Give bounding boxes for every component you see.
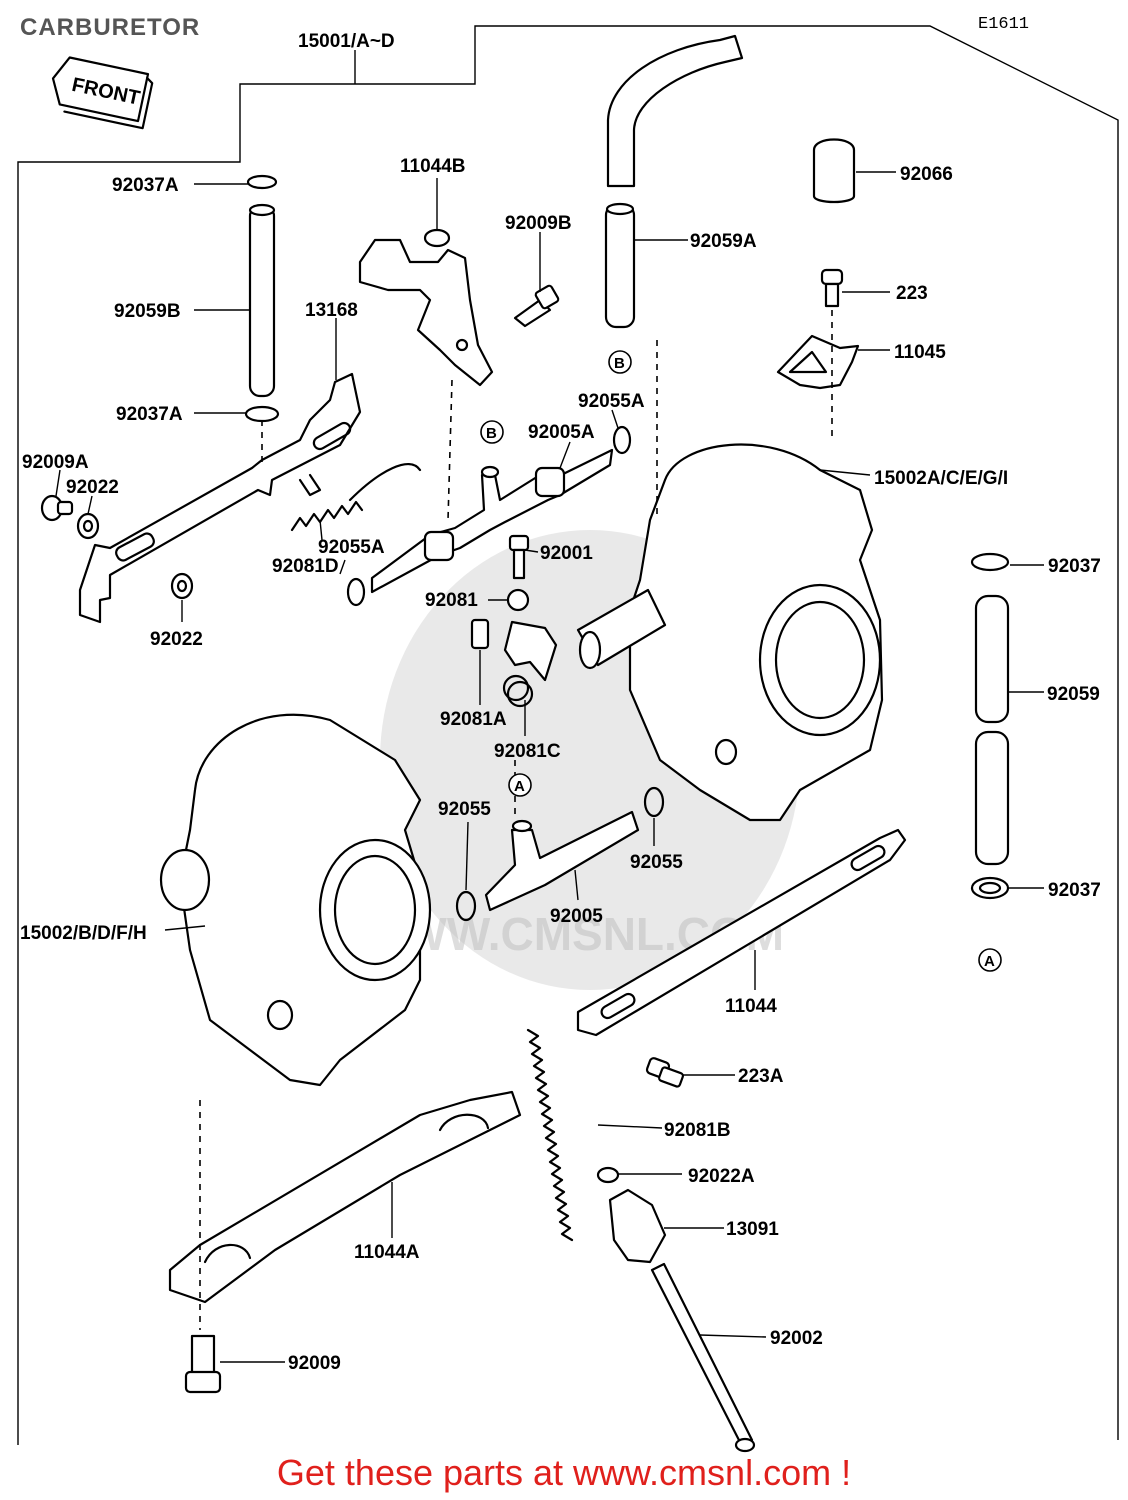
clamp-92037a-low [244, 405, 280, 423]
part-number-11044b[interactable]: 11044B [400, 156, 466, 177]
part-number-92081a[interactable]: 92081A [440, 709, 507, 730]
bracket-11045 [776, 334, 860, 390]
svg-text:B: B [486, 425, 497, 442]
screw-92009b [513, 284, 560, 328]
part-number-92022-low[interactable]: 92022 [150, 629, 203, 650]
screw-92009 [184, 1334, 222, 1394]
part-number-92002[interactable]: 92002 [770, 1328, 823, 1349]
part-number-13091[interactable]: 13091 [726, 1219, 779, 1240]
part-number-92081d[interactable]: 92081D [272, 556, 339, 577]
assembly-frame: 15001/A~D E1611 [17, 15, 1119, 1445]
ref-mark-b-mid: B [480, 420, 504, 444]
clamp-92037a-top [246, 174, 278, 190]
screw-92002 [650, 1262, 756, 1453]
part-number-11044a[interactable]: 11044A [354, 1242, 420, 1263]
part-number-92081[interactable]: 92081 [425, 590, 478, 611]
clamp-92037-right [970, 552, 1010, 572]
link-plate-11044 [576, 828, 907, 1037]
washer-92022a [596, 1166, 620, 1184]
carburetor-right [576, 443, 884, 822]
part-number-92005[interactable]: 92005 [550, 906, 603, 927]
part-number-92055-l[interactable]: 92055 [438, 799, 491, 820]
hose-bent-top [606, 34, 744, 188]
part-number-92059[interactable]: 92059 [1047, 684, 1100, 705]
part-number-92037-low[interactable]: 92037 [1048, 880, 1101, 901]
hose-92059a [604, 202, 636, 329]
assembly-label: 15001/A~D [298, 31, 395, 52]
part-number-15002b[interactable]: 15002/B/D/F/H [20, 923, 147, 944]
lever-small [503, 620, 558, 682]
part-number-92022a[interactable]: 92022A [688, 1166, 755, 1187]
oring-92055a-right [612, 425, 632, 455]
part-number-92009a[interactable]: 92009A [22, 452, 89, 473]
svg-text:A: A [984, 953, 995, 970]
ref-mark-b-top: B [608, 350, 632, 374]
adjuster-13091 [608, 1188, 667, 1264]
hose-92059b [248, 203, 276, 398]
plate-11044a [168, 1090, 522, 1304]
part-number-92081b[interactable]: 92081B [664, 1120, 731, 1141]
part-number-92005a[interactable]: 92005A [528, 422, 595, 443]
part-number-92055a-l[interactable]: 92055A [318, 537, 385, 558]
part-number-92037a-top[interactable]: 92037A [112, 175, 179, 196]
screw-92009a [40, 494, 74, 522]
part-number-11044[interactable]: 11044 [725, 996, 777, 1017]
part-number-92055-r[interactable]: 92055 [630, 852, 683, 873]
part-number-92059b[interactable]: 92059B [114, 301, 181, 322]
spring-92081c [502, 674, 534, 708]
part-number-11045[interactable]: 11045 [894, 342, 946, 363]
part-number-15002a[interactable]: 15002A/C/E/G/I [874, 468, 1008, 489]
fuel-tee-92005a [370, 448, 614, 594]
washer-92022-low [170, 572, 194, 600]
page-title: CARBURETOR [20, 14, 201, 41]
part-number-223[interactable]: 223 [896, 283, 928, 304]
svg-text:A: A [514, 778, 525, 795]
part-callouts: 92037A92059B92037A11044B1316892009B92059… [20, 156, 1101, 1374]
hose-92059 [974, 594, 1010, 866]
part-number-92037-r[interactable]: 92037 [1048, 556, 1101, 577]
cap-92066 [812, 138, 856, 204]
washer-92022-top [76, 512, 100, 540]
spring-92081a [470, 618, 490, 650]
link-bracket-13168 [78, 372, 362, 624]
callout-leaders [55, 171, 1044, 1363]
svg-text:B: B [614, 355, 625, 372]
oring-92055a-left [346, 577, 366, 607]
part-number-223a[interactable]: 223A [738, 1066, 784, 1087]
oring-92055-left [455, 890, 477, 922]
spring-92081b [526, 1028, 574, 1242]
carburetor-left [159, 713, 432, 1087]
spring-92081 [506, 588, 530, 612]
spring-92081d [290, 463, 422, 532]
part-number-92037a-low[interactable]: 92037A [116, 404, 183, 425]
part-number-92066[interactable]: 92066 [900, 164, 953, 185]
clamp-92037-low [970, 876, 1010, 900]
part-number-13168[interactable]: 13168 [305, 300, 358, 321]
screw-223 [820, 268, 844, 308]
part-number-92009b[interactable]: 92009B [505, 213, 572, 234]
footer-cta-link[interactable]: Get these parts at www.cmsnl.com ! [276, 1452, 852, 1493]
ref-mark-a-right: A [978, 948, 1002, 972]
choke-bracket-11044b [358, 228, 494, 387]
ref-mark-a-mid: A [508, 773, 532, 797]
part-number-92081c[interactable]: 92081C [494, 741, 561, 762]
part-number-92055a-r[interactable]: 92055A [578, 391, 645, 412]
screw-92001 [508, 534, 530, 580]
fuel-tee-92005 [484, 810, 640, 912]
diagram-code: E1611 [978, 15, 1029, 34]
part-number-92022-top[interactable]: 92022 [66, 477, 119, 498]
front-marker: FRONT [51, 56, 154, 130]
part-number-92001[interactable]: 92001 [540, 543, 593, 564]
oring-92055-right [643, 786, 665, 818]
part-number-92059a[interactable]: 92059A [690, 231, 757, 252]
part-number-92009[interactable]: 92009 [288, 1353, 341, 1374]
screw-223a [645, 1057, 684, 1088]
